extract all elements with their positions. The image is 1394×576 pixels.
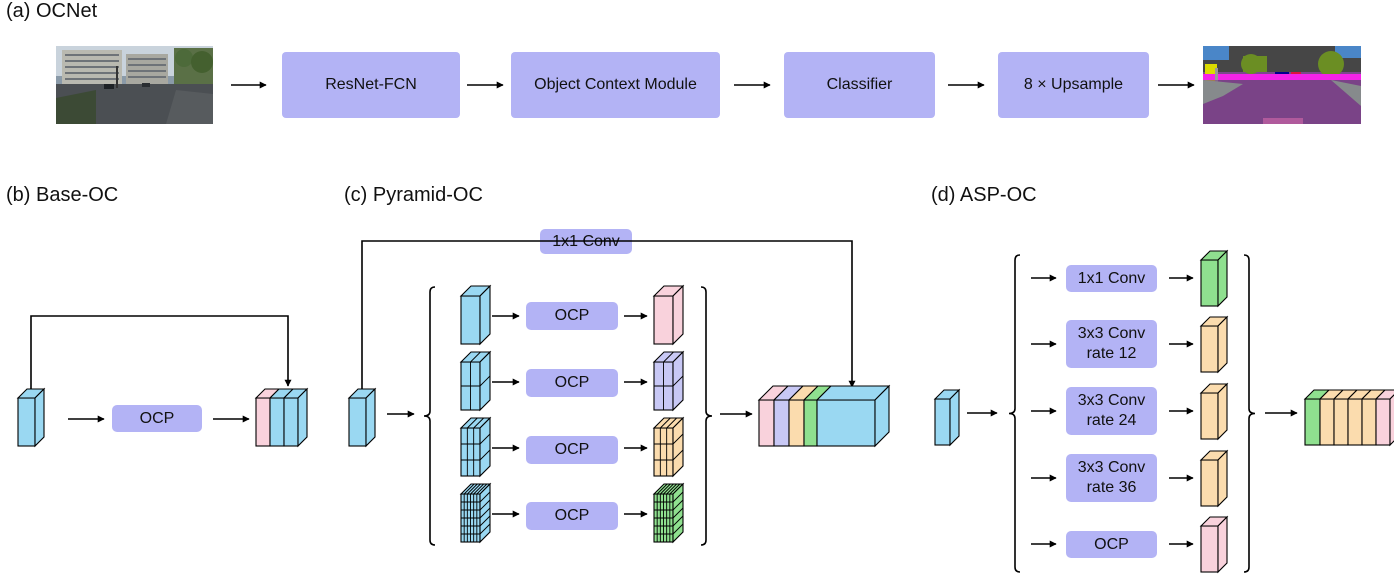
classifier-module: Classifier (784, 52, 935, 118)
pyramid-ocp-3: OCP (526, 436, 618, 464)
title-pyramid-oc: (c) Pyramid-OC (344, 184, 483, 206)
asp-branch-ocp: OCP (1066, 531, 1157, 558)
pyramid-input-split-1 (459, 284, 492, 346)
asp-input-cube (933, 388, 961, 447)
title-base-oc: (b) Base-OC (6, 184, 119, 206)
asp-branch-1x1-conv: 1x1 Conv (1066, 265, 1157, 292)
pyramid-input-cube (347, 387, 377, 448)
asp-left-brace (1008, 254, 1021, 573)
base-oc-ocp: OCP (112, 405, 202, 432)
asp-branch-output-1 (1199, 249, 1229, 308)
upsample-module: 8 × Upsample (998, 52, 1149, 118)
base-oc-input-cube (16, 387, 46, 448)
pyramid-ocp-2: OCP (526, 369, 618, 397)
pyramid-input-split-3 (459, 416, 492, 478)
asp-branch-output-3 (1199, 382, 1229, 441)
pyramid-output-concat (757, 384, 891, 448)
pyramid-ocp-output-1 (652, 284, 685, 346)
asp-branch-output-5 (1199, 515, 1229, 574)
input-street-image (56, 46, 213, 124)
pyramid-ocp-1: OCP (526, 302, 618, 330)
title-asp-oc: (d) ASP-OC (931, 184, 1037, 206)
resnet-fcn-module: ResNet-FCN (282, 52, 460, 118)
title-ocnet: (a) OCNet (6, 0, 98, 22)
pyramid-skip-connection (361, 240, 856, 391)
asp-branch-output-2 (1199, 315, 1229, 374)
asp-branch-rate-12: 3x3 Conv rate 12 (1066, 320, 1157, 368)
pyramid-ocp-output-4 (652, 482, 685, 544)
output-segmentation-map (1203, 46, 1361, 124)
base-oc-output-concat (254, 387, 309, 448)
pyramid-ocp-output-2 (652, 350, 685, 412)
pyramid-right-brace (700, 286, 713, 546)
pyramid-input-split-2 (459, 350, 492, 412)
asp-output-concat (1303, 389, 1394, 447)
pyramid-ocp-4: OCP (526, 502, 618, 530)
asp-branch-rate-24: 3x3 Conv rate 24 (1066, 387, 1157, 435)
base-oc-skip-connection (30, 315, 292, 390)
asp-right-brace (1243, 254, 1256, 573)
pyramid-left-brace (423, 286, 436, 546)
pyramid-input-split-4 (459, 482, 492, 544)
asp-branch-output-4 (1199, 449, 1229, 508)
pyramid-ocp-output-3 (652, 416, 685, 478)
asp-branch-rate-36: 3x3 Conv rate 36 (1066, 454, 1157, 502)
object-context-module: Object Context Module (511, 52, 720, 118)
